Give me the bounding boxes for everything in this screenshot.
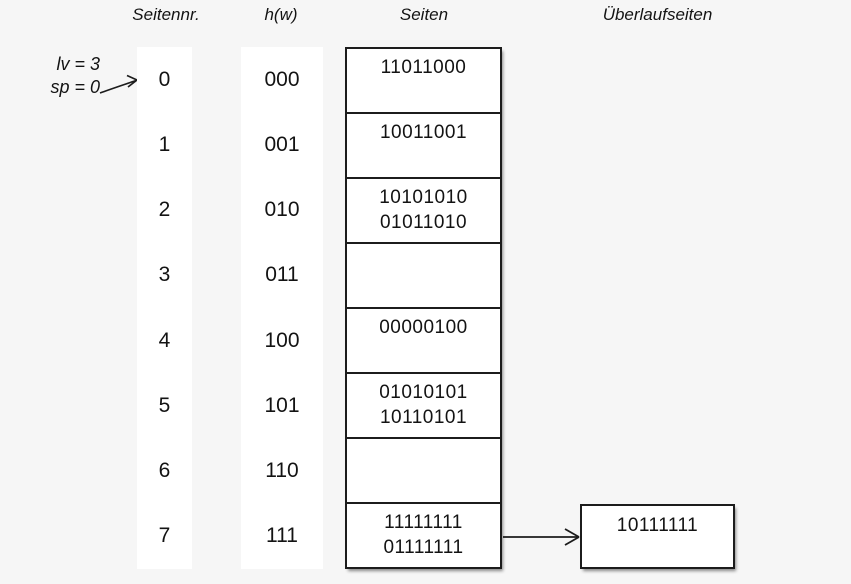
hash-value-column: 000 001 010 011 100 101 110 111 (241, 47, 323, 569)
overflow-page: 10111111 (580, 504, 735, 569)
split-pointer-arrow-icon (99, 74, 138, 94)
page-cell-1: 10011001 (347, 114, 500, 179)
page-cell-4: 00000100 (347, 309, 500, 374)
column-header-ueberlaufseiten: Überlaufseiten (602, 5, 713, 24)
hash-value: 011 (265, 263, 299, 287)
record-value: 10011001 (379, 122, 468, 143)
column-header-seiten: Seiten (399, 5, 449, 24)
record-value: 11111111 (384, 512, 463, 533)
hash-value: 010 (264, 198, 300, 222)
record-value: 10101010 (379, 187, 468, 208)
page-number: 1 (158, 132, 171, 156)
overflow-link-arrow-icon (503, 528, 580, 546)
record-value: 01010101 (379, 382, 468, 403)
page-cell-7: 11111111 01111111 (347, 504, 500, 567)
hash-value: 110 (265, 459, 299, 483)
record-value: 01011010 (379, 212, 468, 233)
page-number: 7 (158, 524, 171, 548)
hash-value: 000 (264, 67, 300, 91)
column-header-hw: h(w) (264, 5, 298, 24)
hash-value: 101 (264, 393, 300, 417)
page-number: 0 (158, 67, 171, 91)
hash-value: 001 (264, 132, 300, 156)
page-cell-6 (347, 439, 500, 504)
state-annotation: lv = 3 sp = 0 (28, 53, 100, 99)
record-value: 01111111 (383, 537, 464, 558)
hash-value: 100 (264, 328, 300, 352)
page-cell-0: 11011000 (347, 49, 500, 114)
page-number-column: 0 1 2 3 4 5 6 7 (137, 47, 192, 569)
page-number: 5 (158, 393, 171, 417)
page-number: 2 (158, 198, 171, 222)
page-cell-3 (347, 244, 500, 309)
record-value: 10111111 (616, 515, 699, 536)
sp-value: sp = 0 (50, 77, 100, 97)
page-number: 3 (158, 263, 171, 287)
lv-value: lv = 3 (56, 54, 100, 74)
page-number: 4 (158, 328, 171, 352)
page-number: 6 (158, 459, 171, 483)
page-cell-5: 01010101 10110101 (347, 374, 500, 439)
record-value: 11011000 (380, 57, 467, 78)
hash-value: 111 (266, 524, 298, 548)
page-cell-2: 10101010 01011010 (347, 179, 500, 244)
record-value: 00000100 (379, 317, 468, 338)
column-header-seitennr: Seitennr. (132, 5, 200, 24)
pages-table: 11011000 10011001 10101010 01011010 0000… (345, 47, 502, 569)
record-value: 10110101 (379, 407, 468, 428)
